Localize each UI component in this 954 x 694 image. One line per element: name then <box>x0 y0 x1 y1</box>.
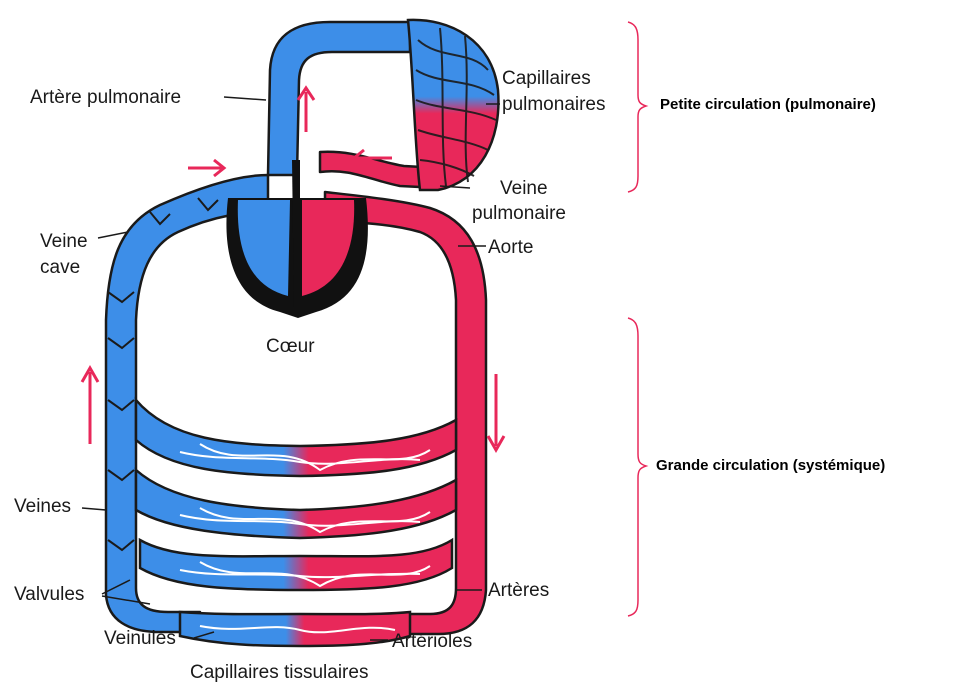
label-veinules: Veinules <box>104 628 176 650</box>
label-veine-cave-2: cave <box>40 257 80 279</box>
section-grande-circulation: Grande circulation (systémique) <box>656 457 885 474</box>
label-capillaires-pulmonaires-2: pulmonaires <box>502 94 606 116</box>
label-capillaires-tissulaires: Capillaires tissulaires <box>190 662 368 684</box>
label-veine-pulmonaire-1: Veine <box>500 178 548 200</box>
capillary-bed-1 <box>136 400 456 476</box>
section-petite-circulation: Petite circulation (pulmonaire) <box>660 96 876 113</box>
label-valvules: Valvules <box>14 584 84 606</box>
label-arteres: Artères <box>488 580 549 602</box>
label-veine-cave-1: Veine <box>40 231 88 253</box>
label-capillaires-pulmonaires-1: Capillaires <box>502 68 591 90</box>
arrow-up-vein-icon <box>82 368 98 444</box>
label-aorte: Aorte <box>488 237 533 259</box>
capillary-bed-3 <box>140 540 452 590</box>
label-veine-pulmonaire-2: pulmonaire <box>472 203 566 225</box>
label-arterioles: Artérioles <box>392 631 472 653</box>
section-brackets <box>628 22 646 616</box>
label-artere-pulmonaire: Artère pulmonaire <box>30 87 181 109</box>
arrow-up-pulmonary-icon <box>298 88 314 132</box>
pulmonary-loop <box>268 20 498 190</box>
arrow-into-heart-icon <box>188 160 224 176</box>
arrow-down-artery-icon <box>488 374 504 450</box>
capillary-bed-4 <box>180 612 410 646</box>
bracket-grande-circulation <box>628 318 646 616</box>
capillary-bed-2 <box>136 470 456 538</box>
label-veines: Veines <box>14 496 71 518</box>
bracket-petite-circulation <box>628 22 646 192</box>
label-coeur: Cœur <box>266 336 315 358</box>
